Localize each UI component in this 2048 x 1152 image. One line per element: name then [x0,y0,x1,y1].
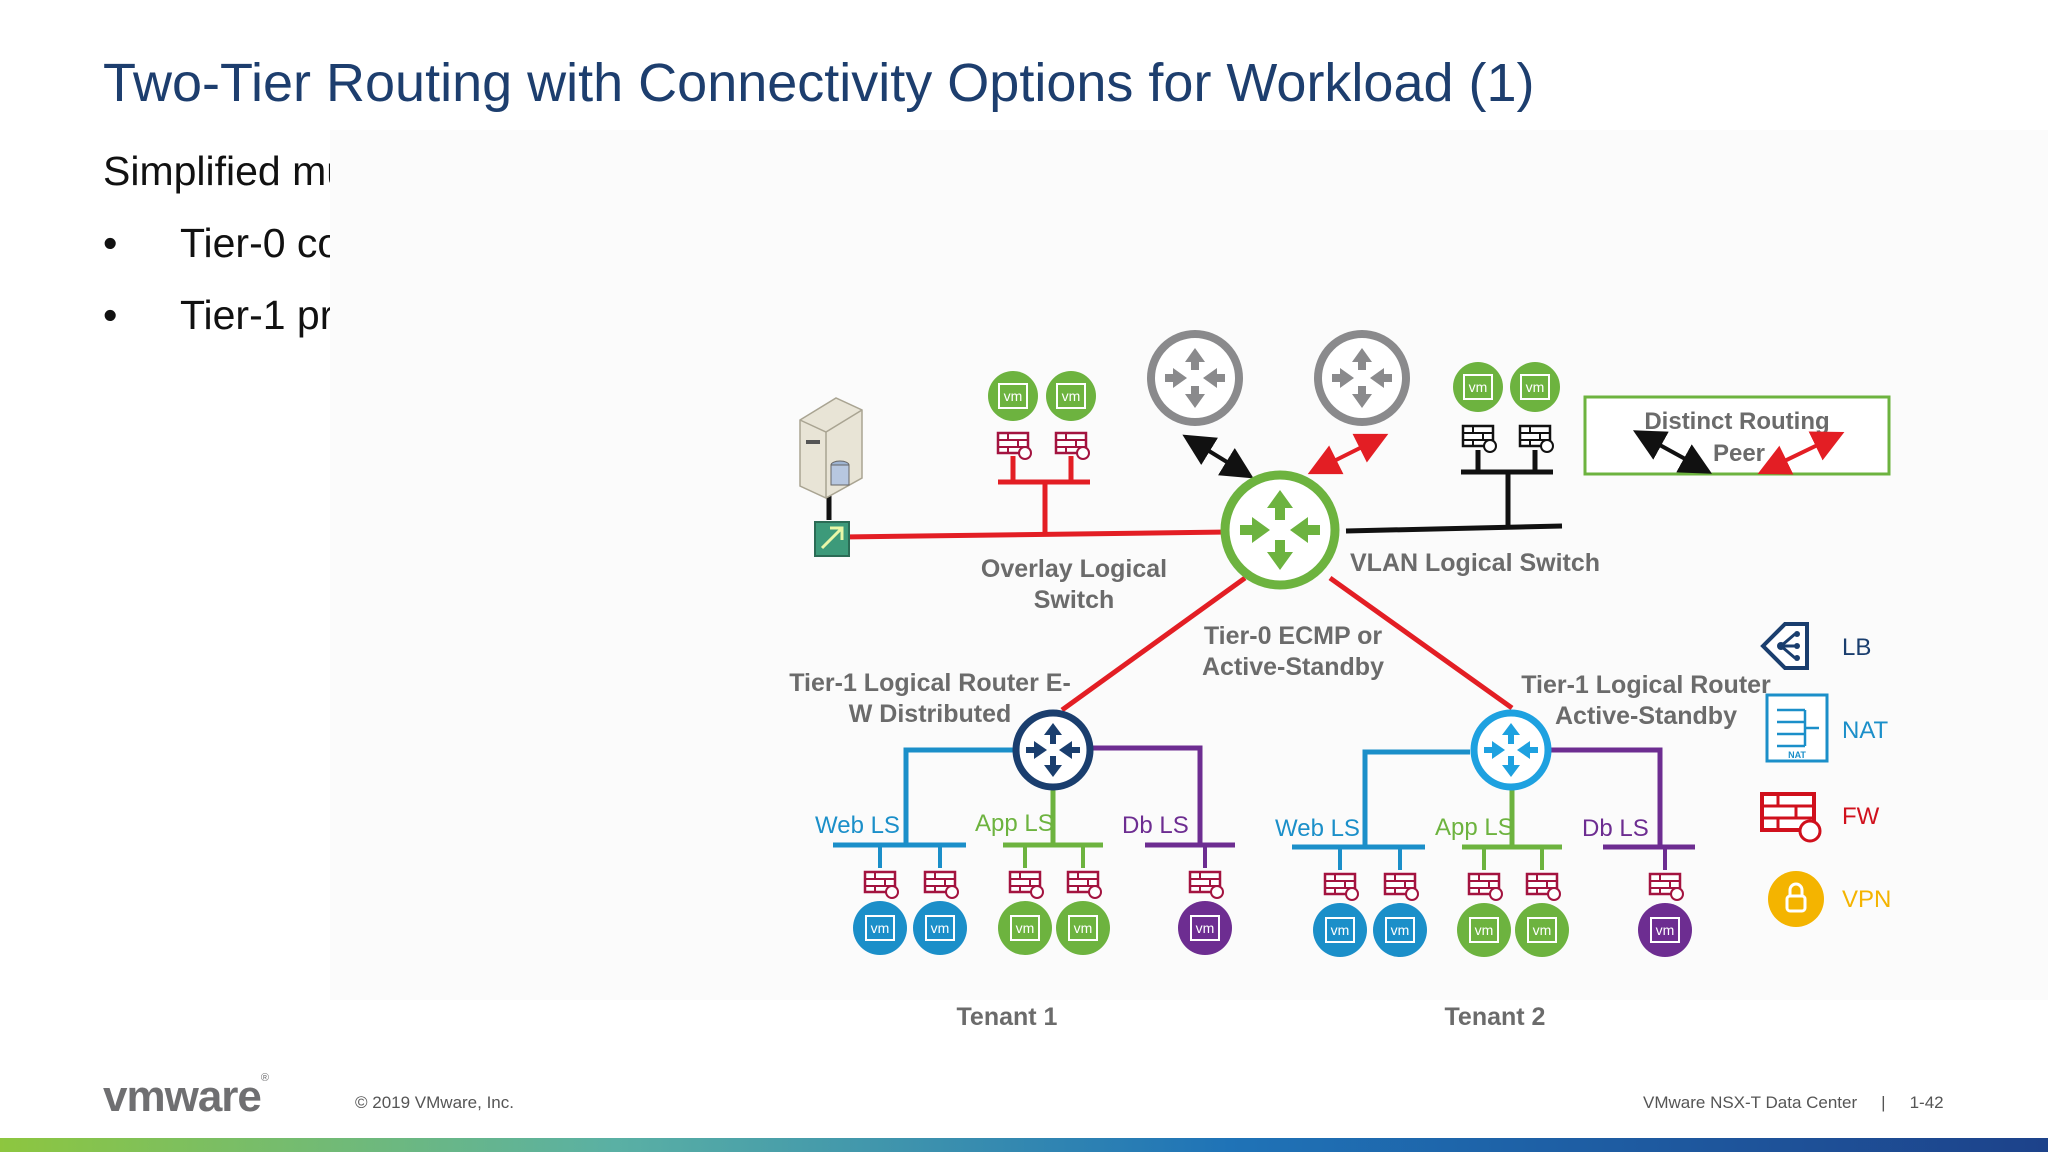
tier1-right-label: Tier-1 Logical Router [1521,671,1771,699]
svg-text:vm: vm [1074,920,1093,936]
tier1-left-label: Tier-1 Logical Router E- [789,669,1071,697]
load-balancer-icon [1760,622,1809,670]
copyright-text: © 2019 VMware, Inc. [355,1093,514,1112]
vlan-switch-label: VLAN Logical Switch [1350,549,1600,577]
nat-icon: NAT [1765,693,1829,763]
vm-icon: vm [1457,903,1511,957]
firewall-icon [1008,870,1044,899]
physical-server-icon [799,397,863,499]
firewall-icon [863,870,899,899]
svg-text:vm: vm [1016,920,1035,936]
segment-label: Db LS [1122,812,1189,839]
overlay-switch-label: Switch [1034,586,1115,614]
routing-peer-legend: Distinct Routing Peer [1583,395,1891,476]
footer-separator: | [1881,1093,1886,1112]
svg-text:vm: vm [871,920,890,936]
vm-icon: vm [988,371,1038,421]
tier1-router-right-icon [1470,709,1552,791]
svg-text:vm: vm [1062,388,1081,404]
segment-label: Web LS [815,812,900,839]
service-label-lb: LB [1842,634,1871,661]
overlay-switch-label: Overlay Logical [981,555,1167,583]
vm-icon: vm [853,901,907,955]
svg-text:vm: vm [1004,388,1023,404]
vm-icon: vm [1638,903,1692,957]
firewall-icon [1648,872,1684,901]
svg-text:vm: vm [1526,379,1545,395]
vm-icon: vm [1373,903,1427,957]
svg-text:NAT: NAT [1788,750,1806,760]
firewall-icon [1518,424,1554,453]
tier0-router-icon [1220,470,1340,590]
service-label-fw: FW [1842,803,1880,830]
firewall-icon [1188,870,1224,899]
tenant-label: Tenant 1 [957,1003,1058,1031]
physical-router-icon [1314,330,1410,426]
firewall-icon [1066,870,1102,899]
bullet-marker: • [103,292,118,338]
tier0-label: Active-Standby [1202,653,1384,681]
svg-text:vm: vm [1533,922,1552,938]
segment-label: Web LS [1275,815,1360,842]
svg-text:vm: vm [1331,922,1350,938]
tier1-router-left-icon [1012,709,1094,791]
firewall-icon [996,431,1032,460]
tenant1-segments [833,745,1235,868]
tier1-left-label: W Distributed [849,700,1012,728]
bullet-marker: • [103,220,118,266]
vpn-lock-icon [1768,871,1824,927]
firewall-icon [1760,792,1822,843]
physical-router-icon [1147,330,1243,426]
tenant-label: Tenant 2 [1445,1003,1546,1031]
svg-text:Distinct Routing: Distinct Routing [1644,408,1829,435]
vm-icon: vm [1313,903,1367,957]
vm-icon: vm [1056,901,1110,955]
footer-product: VMware NSX-T Data Center | 1-42 [1643,1093,1944,1113]
tenant2-segments [1292,747,1695,870]
firewall-icon [1467,872,1503,901]
svg-text:vm: vm [1475,922,1494,938]
vm-icon: vm [1515,903,1569,957]
svg-text:vm: vm [1469,379,1488,395]
svg-text:vm: vm [1391,922,1410,938]
vm-icon: vm [1046,371,1096,421]
tier0-label: Tier-0 ECMP or [1204,622,1383,650]
firewall-icon [1383,872,1419,901]
vm-icon: vm [998,901,1052,955]
firewall-icon [1323,872,1359,901]
product-name: VMware NSX-T Data Center [1643,1093,1858,1112]
vmware-logo: vmware® [103,1072,269,1121]
tier1-right-label: Active-Standby [1555,702,1737,730]
vm-icon: vm [1510,362,1560,412]
firewall-icon [1525,872,1561,901]
vm-icon: vm [913,901,967,955]
svg-text:vm: vm [1196,920,1215,936]
segment-label: App LS [975,810,1054,837]
svg-text:vm: vm [1656,922,1675,938]
firewall-icon [923,870,959,899]
svg-text:vm: vm [931,920,950,936]
segment-label: App LS [1435,814,1514,841]
diagram-background [330,130,2048,1000]
slide-title: Two-Tier Routing with Connectivity Optio… [103,53,1535,113]
service-label-nat: NAT [1842,717,1889,744]
segment-label: Db LS [1582,815,1649,842]
brand-gradient-bar [0,1138,2048,1152]
page-number: 1-42 [1909,1093,1944,1112]
gateway-icon [814,521,850,557]
svg-text:Peer: Peer [1713,440,1765,467]
service-label-vpn: VPN [1842,886,1891,913]
connections [826,433,1563,713]
firewall-icon [1054,431,1090,460]
vm-icon: vm [1453,362,1503,412]
firewall-icon [1461,424,1497,453]
vm-icon: vm [1178,901,1232,955]
